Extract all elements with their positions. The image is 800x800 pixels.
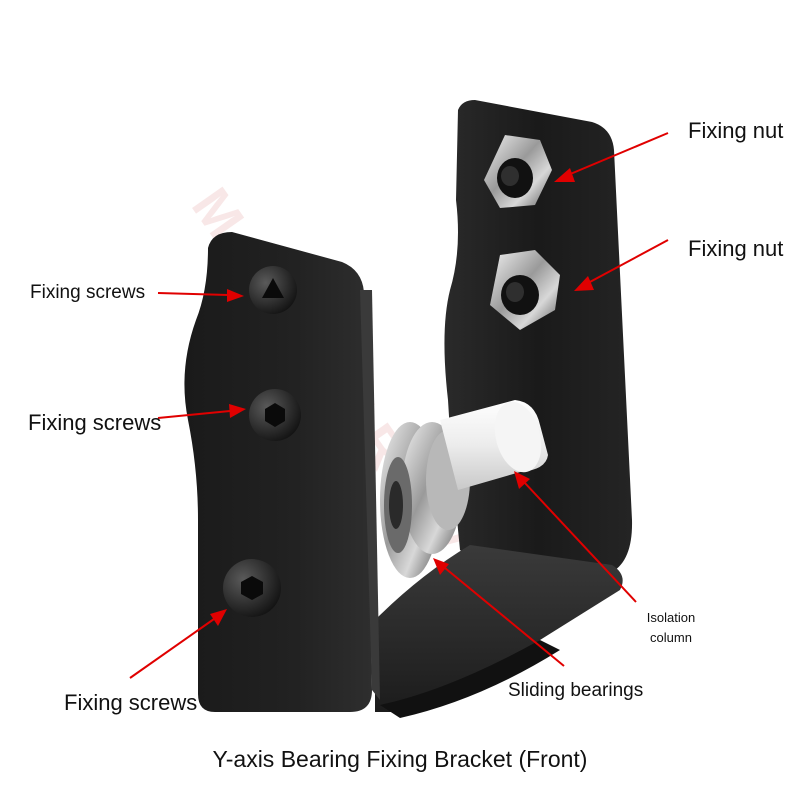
- screw-bottom: [223, 559, 281, 617]
- label-fixing-screws-bottom: Fixing screws: [64, 690, 198, 715]
- label-isolation-column: Isolation column: [636, 608, 706, 648]
- arrow-fixing-nut-top: [554, 132, 669, 182]
- arrow-isolation-column: [514, 471, 637, 603]
- caption: Y-axis Bearing Fixing Bracket (Front): [212, 746, 588, 772]
- screw-middle: [249, 389, 301, 441]
- screw-top: [249, 266, 297, 314]
- arrow-fixing-nut-bottom: [574, 239, 669, 291]
- label-sliding-bearings: Sliding bearings: [508, 680, 644, 701]
- label-fixing-nut-bottom: Fixing nut: [688, 236, 784, 261]
- label-isolation-column-line2: column: [650, 630, 692, 645]
- arrow-fixing-screws-bottom: [129, 609, 227, 679]
- label-isolation-column-line1: Isolation: [646, 610, 696, 625]
- isolation-column: [440, 400, 548, 490]
- label-fixing-screws-top: Fixing screws: [30, 282, 146, 303]
- nut-top: [484, 135, 552, 208]
- label-fixing-nut-top: Fixing nut: [688, 118, 784, 143]
- nut-bottom: [490, 250, 560, 330]
- arrow-fixing-screws-middle: [157, 404, 246, 419]
- arrow-fixing-screws-top: [157, 289, 244, 302]
- label-fixing-screws-middle: Fixing screws: [28, 410, 162, 435]
- annotation-arrows: [129, 132, 669, 679]
- base-plate: [375, 545, 623, 718]
- arrow-sliding-bearings: [433, 558, 565, 667]
